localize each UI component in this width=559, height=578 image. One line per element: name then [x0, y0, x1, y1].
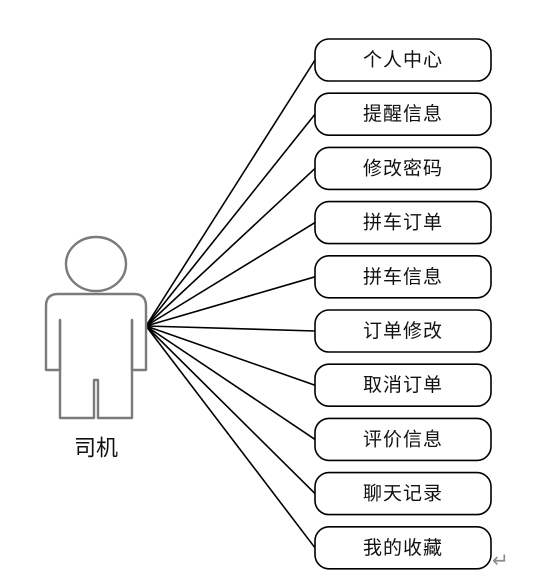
use-case-box — [314, 200, 492, 245]
use-case-box — [314, 525, 492, 570]
connector-line — [145, 221, 316, 327]
actor-body — [44, 292, 148, 420]
connector-line — [145, 325, 316, 549]
use-case-item: 提醒信息 — [314, 92, 492, 136]
use-case-item: 聊天记录 — [314, 471, 492, 516]
use-case-label: 拼车订单 — [363, 212, 443, 234]
use-case-item: 我的收藏 — [314, 525, 492, 570]
paragraph-return-icon: ↵ — [492, 548, 509, 572]
use-case-label: 个人中心 — [363, 49, 443, 71]
use-case-item: 修改密码 — [314, 146, 492, 191]
use-case-box — [314, 146, 492, 191]
use-case-label: 取消订单 — [363, 374, 443, 396]
connector-line — [145, 59, 316, 327]
connector-line — [145, 167, 316, 327]
use-case-box — [314, 471, 492, 516]
connector-line — [145, 325, 316, 332]
use-case-box — [314, 309, 492, 353]
use-case-label: 提醒信息 — [363, 103, 443, 125]
use-case-label: 修改密码 — [363, 157, 443, 179]
use-case-label: 我的收藏 — [363, 537, 443, 559]
use-case-box — [314, 255, 492, 299]
actor-person-icon — [44, 235, 148, 420]
use-case-item: 取消订单 — [314, 363, 492, 408]
use-case-label: 拼车信息 — [363, 266, 443, 288]
use-case-box — [314, 38, 492, 82]
use-case-box — [314, 417, 492, 462]
connector-line — [145, 113, 316, 327]
connector-lines — [145, 59, 316, 549]
use-case-box — [314, 363, 492, 408]
actor-head — [64, 235, 128, 293]
use-case-item: 拼车信息 — [314, 255, 492, 299]
use-case-label: 订单修改 — [363, 320, 443, 342]
actor-label: 司机 — [74, 437, 118, 462]
use-case-item: 拼车订单 — [314, 200, 492, 245]
use-case-item: 个人中心 — [314, 38, 492, 82]
use-case-label: 聊天记录 — [363, 483, 443, 505]
connector-line — [145, 325, 316, 441]
use-case-box — [314, 92, 492, 136]
connector-line — [145, 276, 316, 327]
connector-line — [145, 325, 316, 495]
connector-line — [145, 325, 316, 386]
use-case-label: 评价信息 — [363, 428, 443, 450]
use-case-item: 订单修改 — [314, 309, 492, 353]
use-case-item: 评价信息 — [314, 417, 492, 462]
